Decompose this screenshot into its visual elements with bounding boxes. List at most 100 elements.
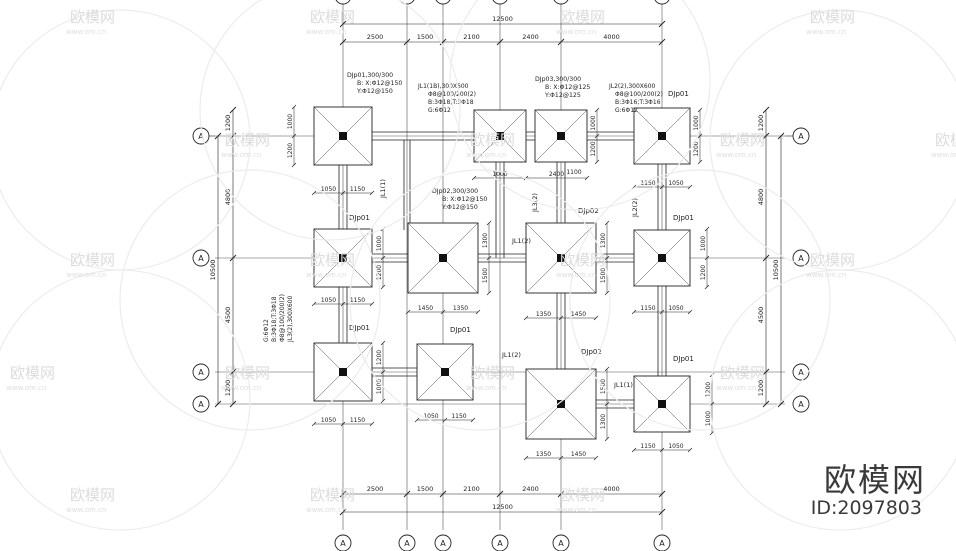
footing-dim-tick	[471, 175, 477, 181]
beam-spec-line: Φ8@100/200(2)	[428, 91, 476, 98]
left-dim-label: 4500	[224, 307, 232, 324]
footing-dim-tick	[486, 290, 492, 296]
top-dim-tick	[557, 38, 565, 46]
beam-spec-line: B:3Φ16;T:3Φ16	[615, 99, 661, 106]
watermark-url: www.om.cn	[66, 271, 106, 279]
axis-bubble	[335, 0, 351, 5]
footing-dim-tick	[340, 301, 346, 307]
axis-bubble	[491, 534, 509, 551]
footing-dim-label: 1200	[705, 382, 712, 397]
axis-bubble-label: A	[558, 0, 564, 1]
axis-bubble	[653, 534, 671, 551]
left-dim-tick	[229, 132, 237, 140]
footing-dim-tick	[486, 255, 492, 261]
footing-dim-label: 1000	[705, 411, 712, 426]
axis-bubble	[192, 395, 210, 413]
footing-dim-tick	[697, 159, 703, 165]
footing-dim-tick	[311, 190, 317, 196]
axis-bubble	[435, 0, 451, 5]
footing-dim-label: 1000	[700, 236, 707, 251]
watermark-circle	[199, 0, 461, 241]
footing-dim-label: 1500	[482, 268, 489, 283]
footing-dim-label: 1050	[668, 443, 683, 450]
footing-dim-tick	[470, 417, 476, 423]
footing-dim-tick	[593, 455, 599, 461]
watermark-circle	[0, 269, 251, 531]
footing-dim-label: 1000	[287, 114, 294, 129]
footing-dim-tick	[311, 421, 317, 427]
footing-tag: DJp02	[581, 348, 602, 356]
footing-dim-label: 1350	[536, 311, 551, 318]
watermark-circle	[449, 0, 711, 211]
bottom-dim-tick	[403, 490, 411, 498]
footing-dim-label: 2400	[549, 171, 564, 178]
right-dim-label: 4800	[757, 189, 765, 206]
footing-dim-tick	[604, 255, 610, 261]
footing-dim-tick	[380, 340, 386, 346]
left-dim-label: 1200	[224, 380, 232, 397]
watermark-url: www.om.cn	[931, 151, 956, 159]
bottom-dim-label: 1500	[417, 485, 434, 493]
column-block	[658, 254, 666, 262]
footing-dim-label: 1350	[453, 305, 468, 312]
watermark-circle	[119, 169, 381, 431]
footing-dim-tick	[291, 133, 297, 139]
footing-dim-tick	[558, 315, 564, 321]
axis-bubble-label: A	[198, 254, 204, 263]
left-overall-tick	[214, 400, 222, 408]
bottom-dim-tick	[496, 490, 504, 498]
footing-dim-tick	[687, 447, 693, 453]
axis-bubble	[192, 363, 210, 381]
watermark-text: 欧模网	[810, 8, 855, 26]
axis-bubble-label: A	[404, 0, 410, 1]
axis-bubble	[552, 534, 570, 551]
footing-dim-tick	[594, 133, 600, 139]
footing-dim-tick	[604, 290, 610, 296]
footing-dim-label: 1150	[640, 180, 655, 187]
column-block	[496, 132, 504, 140]
axis-bubble	[434, 534, 452, 551]
footing-dim-tick	[369, 190, 375, 196]
watermark-url: www.om.cn	[221, 151, 261, 159]
watermark-url: www.om.cn	[806, 28, 846, 36]
footing-spec-line: Y:Φ12@150	[441, 203, 478, 211]
footing-dim-label: 1000	[590, 115, 597, 130]
footing-dim-tick	[659, 447, 665, 453]
overall-top-tick	[339, 20, 347, 28]
left-dim-tick	[229, 254, 237, 262]
watermark-id: ID:2097803	[810, 497, 922, 519]
footing-dim-tick	[442, 417, 448, 423]
watermark-text: 欧模网	[10, 364, 55, 382]
footing-spec-line: DJp03,300/300	[535, 76, 581, 83]
axis-bubble-label: A	[798, 254, 804, 263]
footing-dim-label: 1300	[482, 233, 489, 248]
footing-dim-label: 1150	[640, 443, 655, 450]
footing-dim-tick	[291, 162, 297, 168]
watermark-url: www.om.cn	[716, 384, 756, 392]
top-dim-tick	[496, 38, 504, 46]
footing-tag: DJp01	[349, 214, 370, 222]
watermark-url: www.om.cn	[306, 271, 346, 279]
watermark-circle	[349, 169, 611, 431]
watermark-url: www.om.cn	[66, 506, 106, 514]
beam-tag: JL1(2)	[511, 237, 531, 245]
footing-dim-label: 1350	[536, 451, 551, 458]
pad-footings	[313, 106, 691, 440]
footing-dim-label: 1050	[423, 413, 438, 420]
watermark-url: www.om.cn	[66, 28, 106, 36]
axis-bubble-label: A	[798, 400, 804, 409]
beam-tag: JL2(2)	[631, 198, 639, 218]
footing-dim-tick	[380, 369, 386, 375]
watermark-url: www.om.cn	[306, 28, 346, 36]
footing-dim-tick	[380, 398, 386, 404]
footing-dim-label: 1000	[492, 171, 507, 178]
overall-top-label: 12500	[492, 15, 513, 23]
axis-bubble-label: A	[404, 539, 410, 548]
beam-tag: JL1(1)	[379, 179, 387, 199]
left-dim-label: 4800	[224, 189, 232, 206]
axis-bubble	[654, 0, 670, 5]
footing-spec-line: DJp02,300/300	[432, 188, 478, 195]
footing-dim-label: 1450	[571, 451, 586, 458]
footing-dim-label: 1050	[668, 305, 683, 312]
